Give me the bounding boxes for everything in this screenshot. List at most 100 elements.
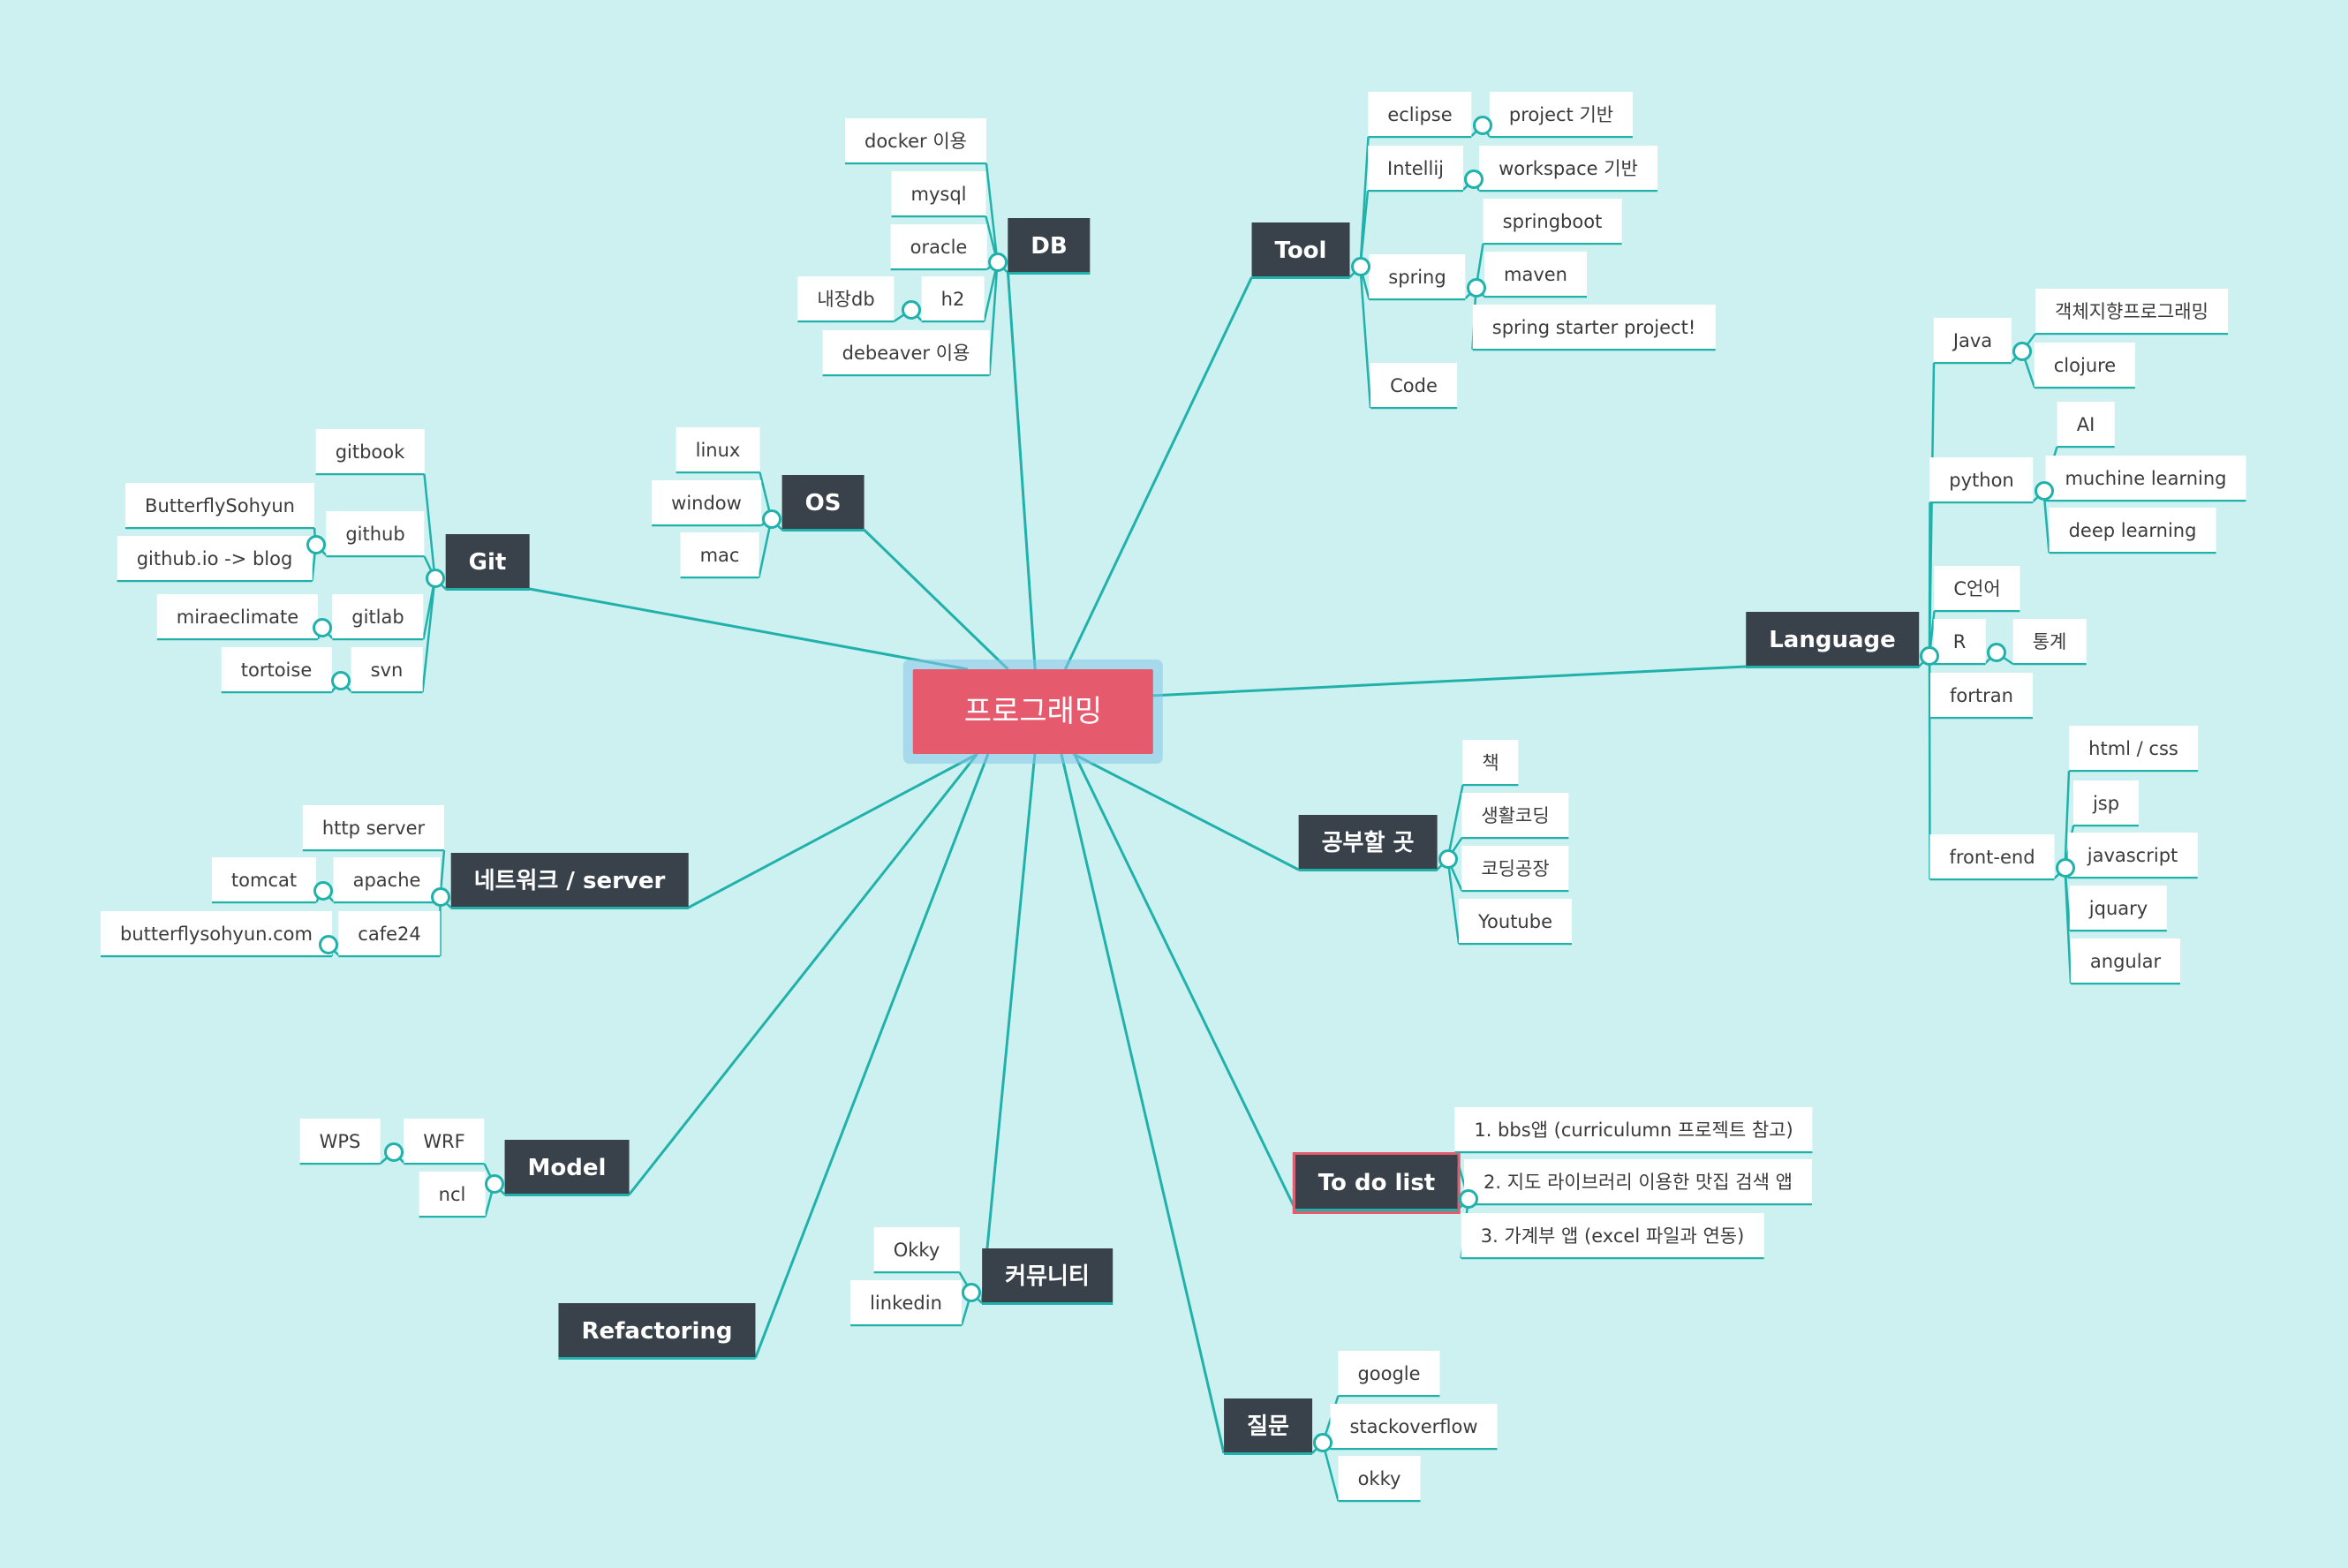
model-item[interactable]: ncl <box>419 1172 486 1217</box>
collapse-toggle[interactable] <box>1920 646 1939 666</box>
model-item[interactable]: WRF <box>404 1119 485 1165</box>
db-item[interactable]: mysql <box>891 171 986 217</box>
language-subitem[interactable]: jsp <box>2072 780 2140 826</box>
question-item[interactable]: okky <box>1338 1456 1421 1502</box>
branch-language[interactable]: Language <box>1746 612 1919 668</box>
tool-item[interactable]: eclipse <box>1368 92 1472 138</box>
collapse-toggle[interactable] <box>1438 849 1458 869</box>
collapse-toggle[interactable] <box>330 671 351 690</box>
collapse-toggle[interactable] <box>306 535 326 554</box>
git-item[interactable]: svn <box>351 647 423 693</box>
collapse-toggle[interactable] <box>383 1142 404 1162</box>
collapse-toggle[interactable] <box>1472 116 1492 135</box>
tool-item[interactable]: Code <box>1370 363 1457 409</box>
collapse-toggle[interactable] <box>962 1283 981 1302</box>
collapse-toggle[interactable] <box>1986 643 2006 662</box>
tool-item[interactable]: spring <box>1369 254 1466 300</box>
collapse-toggle[interactable] <box>313 881 333 901</box>
language-subitem[interactable]: 객체지향프로그래밍 <box>2035 289 2228 335</box>
language-subitem[interactable]: muchine learning <box>2045 456 2246 501</box>
network-item[interactable]: http server <box>302 805 445 851</box>
collapse-toggle[interactable] <box>1350 257 1370 276</box>
tool-item[interactable]: Intellij <box>1368 146 1463 192</box>
language-item[interactable]: fortran <box>1930 673 2033 719</box>
db-item[interactable]: oracle <box>890 224 987 270</box>
collapse-toggle[interactable] <box>2034 481 2054 501</box>
language-item[interactable]: front-end <box>1929 834 2055 880</box>
branch-git[interactable]: Git <box>445 534 530 591</box>
collapse-toggle[interactable] <box>1466 278 1486 298</box>
git-item[interactable]: gitlab <box>332 594 424 640</box>
collapse-toggle[interactable] <box>761 509 781 529</box>
language-item[interactable]: Java <box>1933 318 2012 364</box>
git-subitem[interactable]: ButterflySohyun <box>125 483 314 529</box>
branch-tool[interactable]: Tool <box>1251 222 1350 279</box>
collapse-toggle[interactable] <box>1459 1189 1478 1209</box>
language-subitem[interactable]: deep learning <box>2049 508 2216 554</box>
tool-subitem[interactable]: spring starter project! <box>1472 305 1716 351</box>
git-subitem[interactable]: tortoise <box>221 647 332 693</box>
git-item[interactable]: github <box>326 511 425 557</box>
collapse-toggle[interactable] <box>987 253 1008 272</box>
collapse-toggle[interactable] <box>312 618 332 637</box>
git-subitem[interactable]: miraeclimate <box>156 594 319 640</box>
todo-item[interactable]: 3. 가계부 앱 (excel 파일과 연동) <box>1461 1213 1764 1259</box>
branch-db[interactable]: DB <box>1008 218 1091 275</box>
branch-os[interactable]: OS <box>781 475 864 531</box>
community-item[interactable]: linkedin <box>850 1280 962 1326</box>
branch-model[interactable]: Model <box>504 1140 630 1196</box>
tool-subitem[interactable]: project 기반 <box>1489 92 1634 138</box>
db-item[interactable]: debeaver 이용 <box>822 330 990 376</box>
question-item[interactable]: stackoverflow <box>1330 1404 1498 1450</box>
network-item[interactable]: cafe24 <box>338 911 441 957</box>
tool-subitem[interactable]: maven <box>1484 252 1587 298</box>
collapse-toggle[interactable] <box>318 935 338 954</box>
network-subitem[interactable]: tomcat <box>211 857 317 903</box>
collapse-toggle[interactable] <box>2012 342 2032 361</box>
network-item[interactable]: apache <box>333 857 441 903</box>
question-item[interactable]: google <box>1338 1351 1440 1397</box>
collapse-toggle[interactable] <box>484 1174 504 1194</box>
collapse-toggle[interactable] <box>1313 1433 1333 1452</box>
study-item[interactable]: Youtube <box>1459 899 1572 945</box>
branch-refactoring[interactable]: Refactoring <box>558 1303 756 1360</box>
collapse-toggle[interactable] <box>901 300 921 320</box>
git-subitem[interactable]: github.io -> blog <box>117 536 313 582</box>
community-item[interactable]: Okky <box>873 1227 960 1273</box>
language-item[interactable]: R <box>1933 619 1986 665</box>
network-subitem[interactable]: butterflysohyun.com <box>101 911 332 957</box>
os-item[interactable]: window <box>652 480 761 526</box>
language-subitem[interactable]: AI <box>2057 402 2115 448</box>
language-subitem[interactable]: 통계 <box>2012 619 2087 665</box>
db-item[interactable]: docker 이용 <box>844 118 987 164</box>
language-subitem[interactable]: angular <box>2070 939 2181 984</box>
language-item[interactable]: python <box>1929 457 2034 503</box>
os-item[interactable]: mac <box>680 532 759 578</box>
language-subitem[interactable]: jquary <box>2069 886 2168 931</box>
language-item[interactable]: C언어 <box>1934 566 2020 612</box>
study-item[interactable]: 코딩공장 <box>1461 846 1569 892</box>
central-topic[interactable]: 프로그래밍 <box>912 669 1154 754</box>
db-item[interactable]: h2 <box>921 276 985 322</box>
tool-subitem[interactable]: springboot <box>1483 199 1622 245</box>
study-item[interactable]: 책 <box>1462 740 1519 786</box>
model-subitem[interactable]: WPS <box>299 1119 381 1165</box>
collapse-toggle[interactable] <box>2055 858 2075 878</box>
branch-question[interactable]: 질문 <box>1224 1398 1312 1455</box>
os-item[interactable]: linux <box>676 427 760 473</box>
db-subitem[interactable]: 내장db <box>797 276 895 322</box>
todo-item[interactable]: 1. bbs앱 (curriculumn 프로젝트 참고) <box>1454 1107 1813 1153</box>
study-item[interactable]: 생활코딩 <box>1461 793 1569 839</box>
collapse-toggle[interactable] <box>430 887 450 907</box>
language-subitem[interactable]: html / css <box>2069 726 2198 772</box>
branch-network[interactable]: 네트워크 / server <box>450 853 689 909</box>
branch-study[interactable]: 공부할 곳 <box>1298 815 1438 871</box>
collapse-toggle[interactable] <box>425 569 445 588</box>
tool-subitem[interactable]: workspace 기반 <box>1479 146 1657 192</box>
language-subitem[interactable]: javascript <box>2067 833 2198 878</box>
git-item[interactable]: gitbook <box>315 429 425 475</box>
collapse-toggle[interactable] <box>1464 170 1484 189</box>
language-subitem[interactable]: clojure <box>2034 343 2136 388</box>
branch-todo-list[interactable]: To do list <box>1292 1152 1461 1214</box>
branch-community[interactable]: 커뮤니티 <box>982 1248 1113 1305</box>
